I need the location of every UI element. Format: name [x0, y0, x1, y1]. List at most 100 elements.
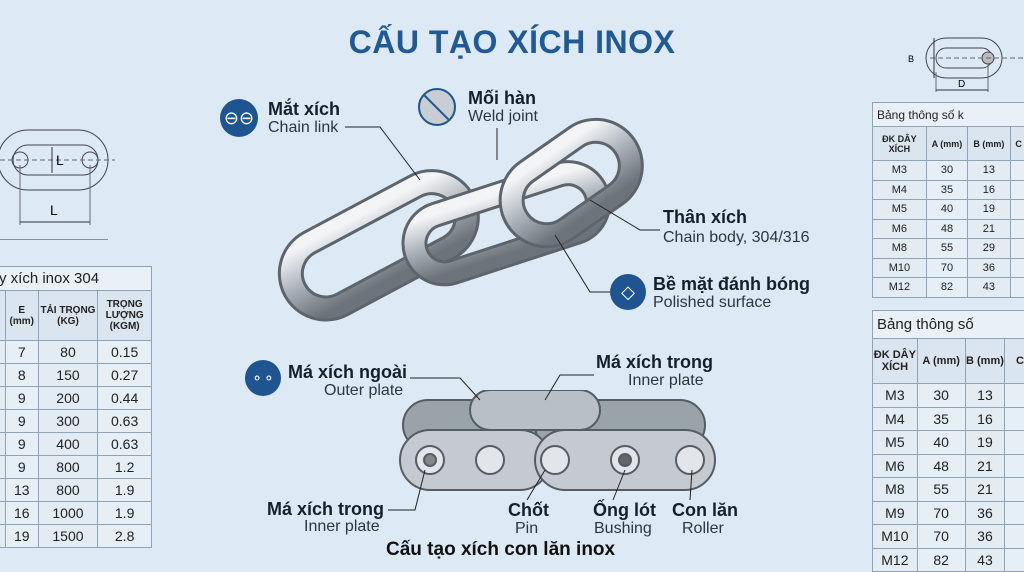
table-cell: 3	[1009, 160, 1024, 181]
table-cell: 48	[925, 218, 969, 239]
table-cell: 36	[967, 257, 1011, 278]
table-cell: 48	[916, 453, 966, 478]
table-cell: 40	[925, 199, 969, 220]
polished-label: Bề mặt đánh bóng	[653, 274, 810, 294]
table-cell: 4	[1004, 406, 1024, 431]
table-cell: 8	[1004, 477, 1024, 502]
table-cell: 70	[916, 524, 966, 549]
table-cell: M10	[872, 257, 927, 278]
table-cell: 55	[925, 238, 969, 259]
table-cell: 21	[967, 218, 1011, 239]
table-header: A (mm)	[916, 338, 966, 384]
table-cell: 1	[1004, 524, 1024, 549]
table-cell: 12	[1009, 277, 1024, 298]
roller-chain-illustration	[399, 390, 716, 491]
table-cell: 70	[916, 500, 966, 525]
table-row: M1282431	[872, 547, 1024, 572]
table-cell: M12	[872, 547, 918, 572]
inner-plate-top-sublabel: Inner plate	[628, 372, 704, 389]
table-title: y xích inox 304	[0, 266, 152, 291]
table-cell: 16	[4, 501, 39, 525]
table-header: ĐK DÂY XÍCH	[872, 338, 918, 384]
inner-plate-top-label: Má xích trong	[596, 352, 714, 372]
table-cell: 0.63	[97, 409, 152, 433]
table-row: M540195	[872, 430, 1024, 455]
table-cell: M8	[872, 477, 918, 502]
table-cell: 43	[964, 547, 1006, 572]
table-title: Bảng thông số	[872, 310, 1024, 339]
dim-label: D	[958, 79, 965, 90]
table-row: M1070361	[872, 524, 1024, 549]
table-cell: 2.8	[97, 524, 152, 548]
table-cell: 36	[964, 500, 1006, 525]
table-cell: 0.44	[97, 386, 152, 410]
inner-plate-bottom-sublabel: Inner plate	[304, 518, 380, 535]
table-row: M648216	[872, 218, 1024, 239]
table-cell: 19	[4, 524, 39, 548]
table-cell: 6	[1009, 218, 1024, 239]
table-cell: 7	[4, 340, 39, 364]
chain-body-label: Thân xích	[663, 207, 748, 227]
table-cell: M8	[872, 238, 927, 259]
table-cell: M4	[872, 406, 918, 431]
weld-joint-sublabel: Weld joint	[468, 108, 538, 125]
bushing-label: Ống lót	[593, 500, 656, 520]
chain-link-icon: ⊖⊖	[220, 99, 258, 137]
table-header: ĐK DÂY XÍCH	[872, 126, 927, 161]
table-cell: M3	[872, 160, 927, 181]
dim-label: B	[908, 54, 914, 64]
table-cell: 19	[964, 430, 1006, 455]
table-cell: 200	[37, 386, 99, 410]
table-row: M540195	[872, 199, 1024, 220]
table-cell: M3	[872, 383, 918, 408]
table-cell: 5	[1009, 199, 1024, 220]
left-link-dimension-diagram: L L	[0, 129, 115, 240]
table-header: C (mm)	[1009, 126, 1024, 161]
chain-link-sublabel: Chain link	[268, 119, 339, 136]
table-cell: 43	[967, 277, 1011, 298]
table-cell: 16	[964, 406, 1006, 431]
table-cell: 6	[1004, 453, 1024, 478]
table-cell: 1500	[37, 524, 99, 548]
table-row: M12824312	[872, 277, 1024, 298]
table-cell: 35	[916, 406, 966, 431]
table-cell: 400	[37, 432, 99, 456]
table-row: M970361	[872, 500, 1024, 525]
stainless-chain-illustration	[277, 117, 644, 322]
right-link-dimension-diagram: B D	[908, 37, 1024, 92]
table-cell: 1.2	[97, 455, 152, 479]
table-cell: 13	[4, 478, 39, 502]
roller-label: Con lăn	[672, 500, 738, 520]
table-header: B (mm)	[964, 338, 1006, 384]
table-row: M435164	[872, 406, 1024, 431]
pin-sublabel: Pin	[515, 520, 539, 537]
dim-label: L	[56, 152, 64, 168]
table-cell: 0.63	[97, 432, 152, 456]
table-cell: 800	[37, 455, 99, 479]
roller-chain-icon: ⚬⚬	[245, 360, 281, 396]
table-cell: 82	[916, 547, 966, 572]
table-cell: 30	[916, 383, 966, 408]
table-cell: 80	[37, 340, 99, 364]
table-cell: 1	[1004, 500, 1024, 525]
table-cell: 13	[964, 383, 1006, 408]
table-cell: 10	[1009, 257, 1024, 278]
table-cell: 21	[964, 453, 1006, 478]
table-cell: 1.9	[97, 501, 152, 525]
table-cell: M6	[872, 453, 918, 478]
weld-icon	[418, 88, 456, 126]
table-cell: 19	[967, 199, 1011, 220]
table-cell: 55	[916, 477, 966, 502]
table-cell: 300	[37, 409, 99, 433]
table-cell: 1	[1004, 547, 1024, 572]
table-row: M648216	[872, 453, 1024, 478]
table-header: E (mm)	[4, 290, 39, 341]
table-cell: M10	[872, 524, 918, 549]
